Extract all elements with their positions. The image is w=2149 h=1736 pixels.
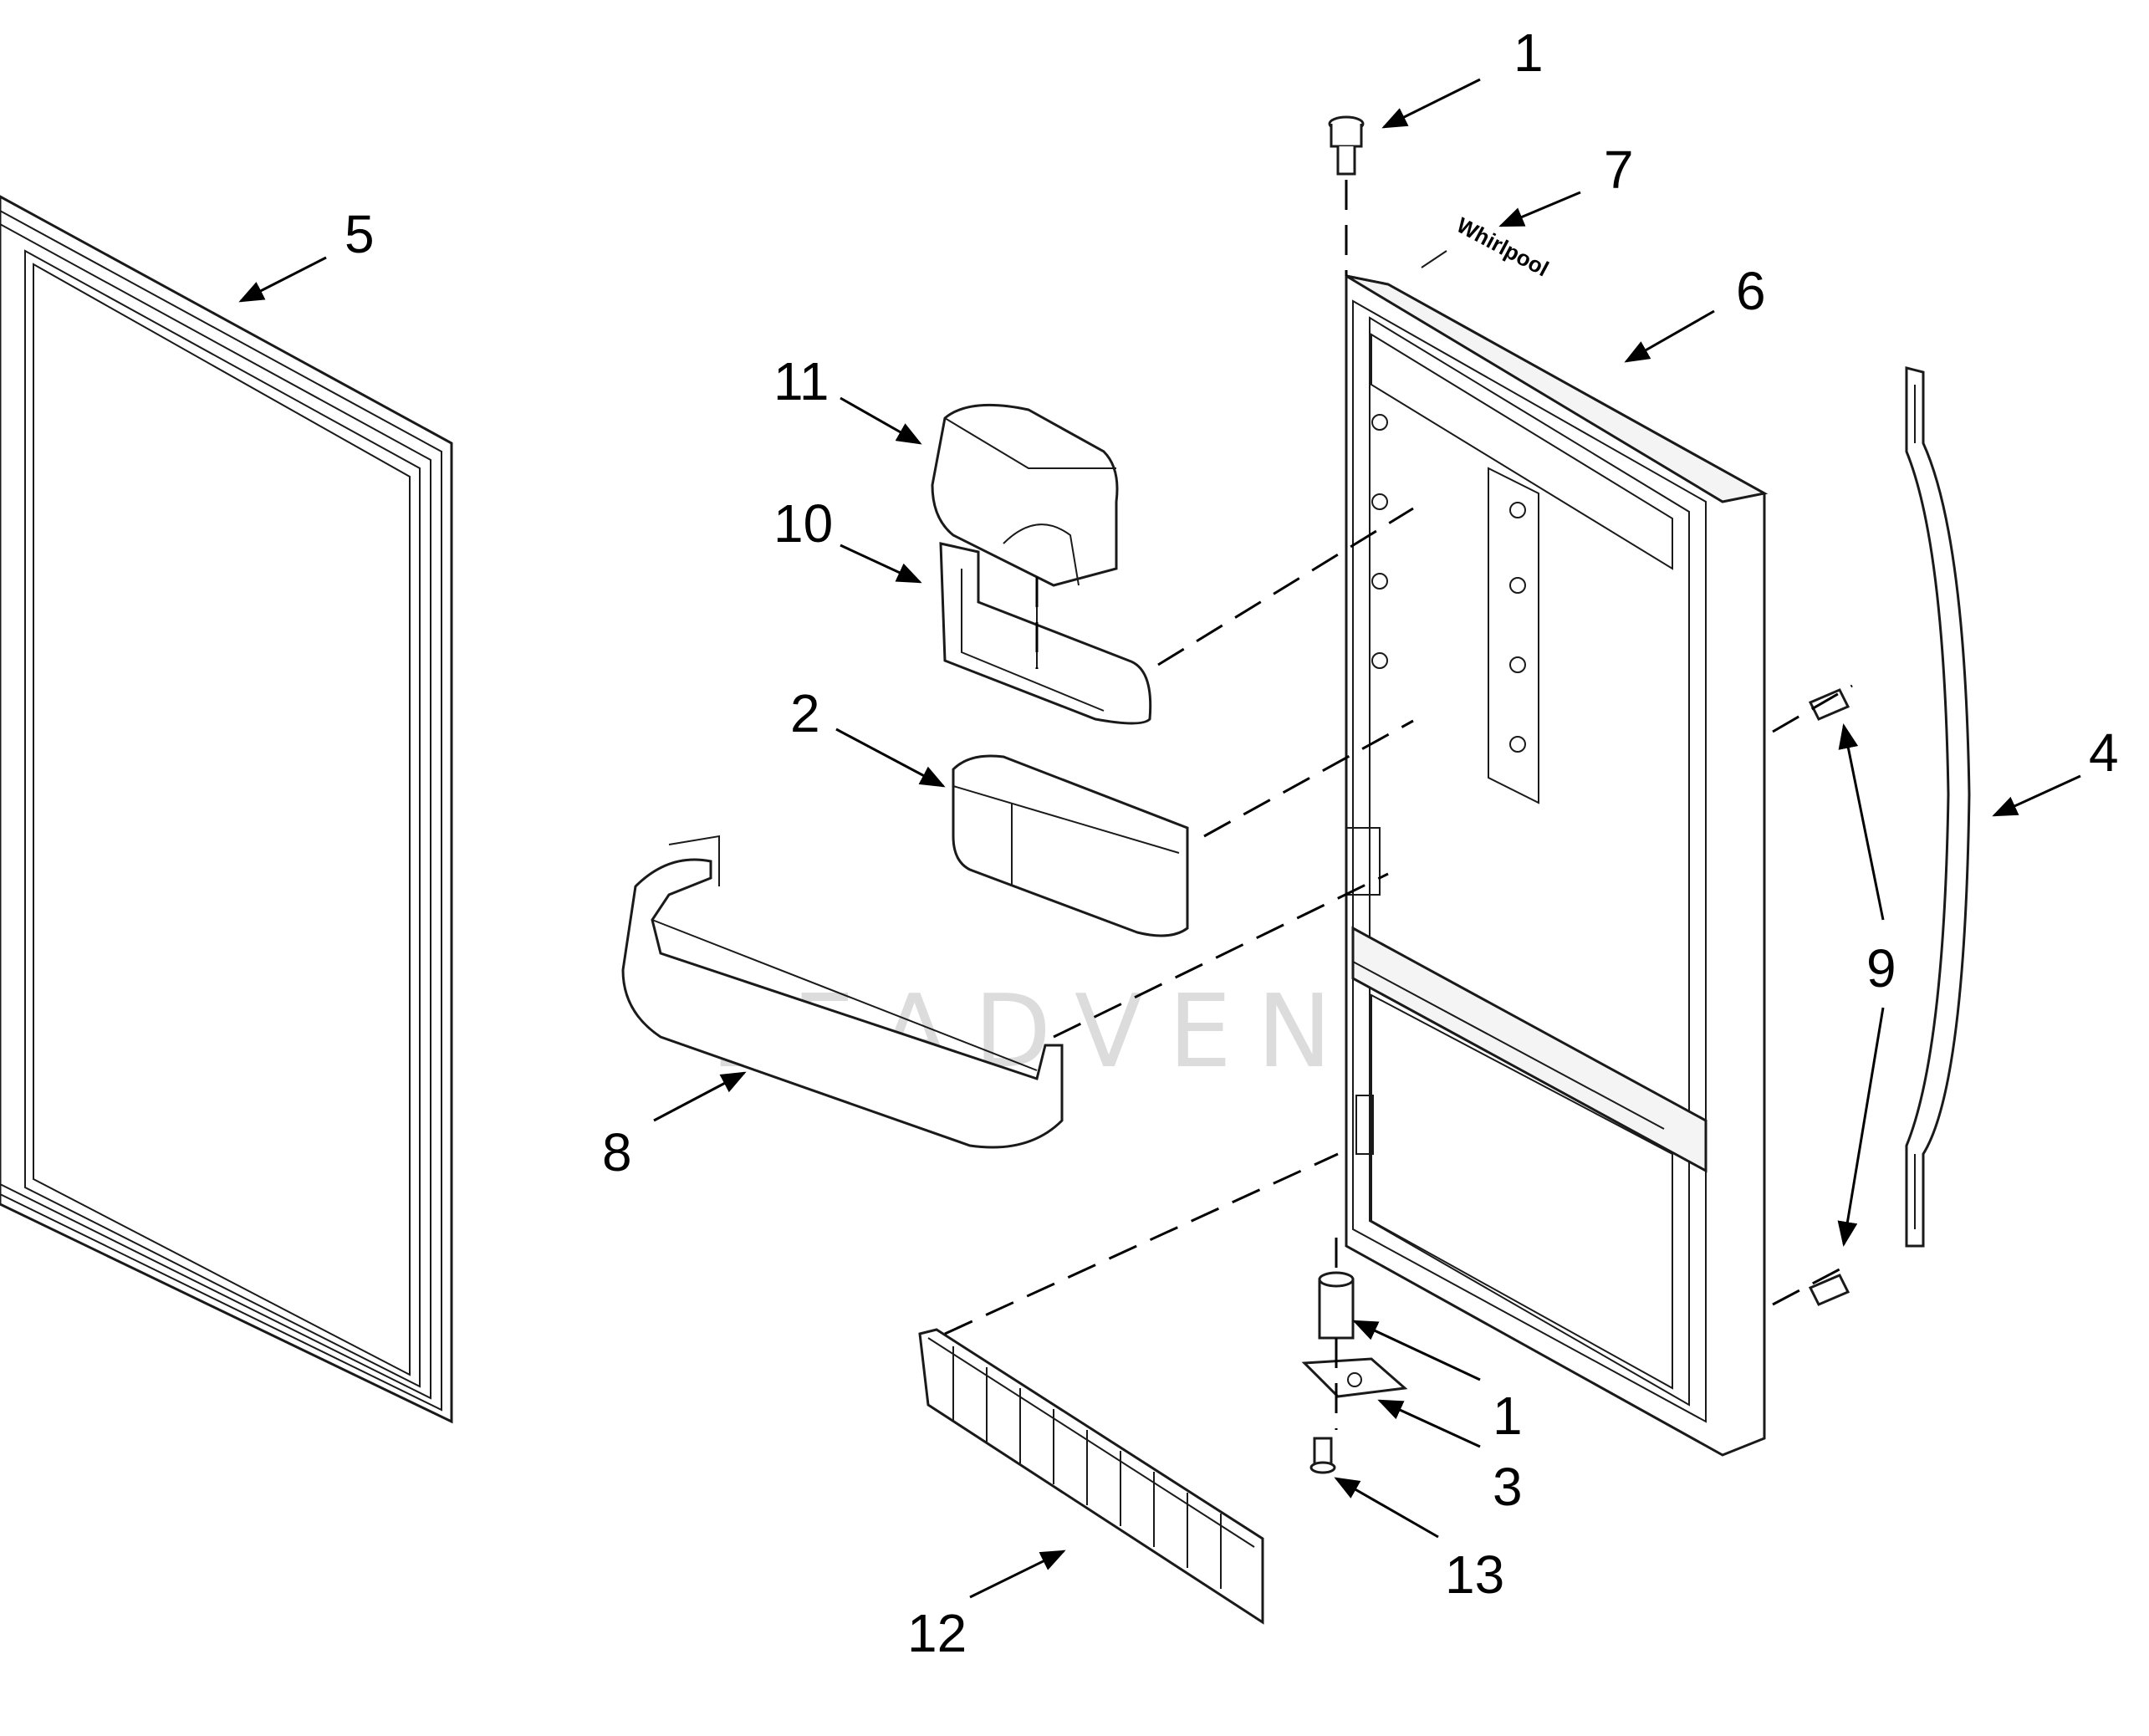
bottom-hinge-part [1301, 1357, 1408, 1398]
dispenser-cover-part [931, 403, 1119, 587]
callout-3: 3 [1493, 1457, 1523, 1517]
hinge-screw-part [1309, 1437, 1336, 1474]
shelf-mount-dots [1371, 414, 1526, 753]
callout-labels: 1 7 6 5 11 10 2 4 9 8 1 3 13 12 [345, 23, 2119, 1663]
callout-13: 13 [1445, 1545, 1504, 1605]
callout-2: 2 [790, 683, 820, 743]
door-gasket-part [0, 195, 453, 1424]
callout-9: 9 [1866, 938, 1896, 998]
door-handle-part [1905, 366, 1971, 1248]
refrigerator-door-part [1345, 274, 1769, 1457]
dispenser-bin-part [939, 542, 1152, 725]
assembly-guide-lines [944, 507, 1853, 1430]
door-badge-part: Whirlpool [1421, 212, 1553, 282]
callout-7: 7 [1604, 140, 1634, 200]
callout-10: 10 [773, 493, 833, 554]
callout-1-top: 1 [1513, 23, 1544, 83]
small-door-bin-part [952, 754, 1189, 937]
callout-1-bottom: 1 [1493, 1386, 1523, 1446]
callout-4: 4 [2089, 722, 2119, 783]
leader-arrows [238, 78, 2081, 1599]
door-shelf-part [621, 835, 1064, 1149]
callout-5: 5 [345, 204, 375, 264]
top-hinge-pin-part [1328, 115, 1365, 276]
handle-screws-part [1808, 688, 1850, 1306]
callout-6: 6 [1736, 261, 1766, 321]
door-badge-text: Whirlpool [1452, 212, 1553, 282]
callout-12: 12 [907, 1603, 967, 1663]
bottom-hinge-pin-part [1318, 1271, 1355, 1340]
callout-11: 11 [773, 351, 829, 411]
wire-divider-part [918, 1328, 1264, 1625]
callout-8: 8 [602, 1122, 632, 1182]
